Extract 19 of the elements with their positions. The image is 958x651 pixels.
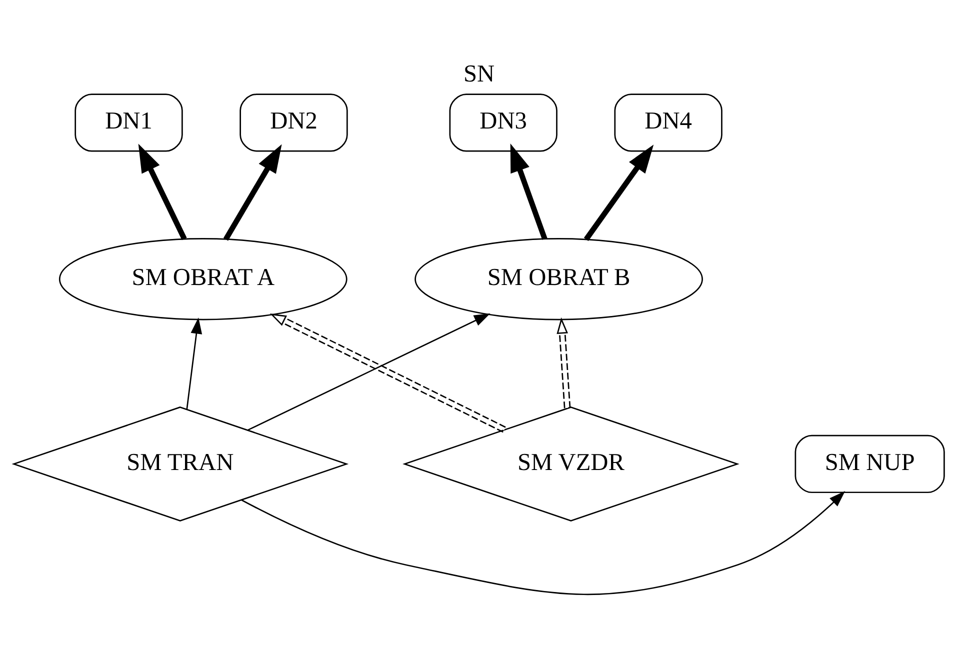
arrow — [248, 313, 490, 431]
arrow — [270, 314, 506, 433]
node-diamond: SM TRAN — [12, 406, 349, 522]
arrow — [186, 318, 202, 410]
diagram-title: SN — [463, 60, 495, 88]
node-box: SM NUP — [794, 434, 945, 494]
node-box: DN4 — [614, 94, 722, 152]
arrow — [241, 491, 846, 595]
node-box: DN3 — [449, 94, 558, 152]
arrow — [223, 144, 282, 241]
arrow — [556, 317, 571, 408]
node-ellipse: SM OBRAT B — [414, 238, 703, 320]
node-ellipse: SM OBRAT A — [58, 238, 348, 320]
arrow — [510, 143, 548, 240]
arrow — [138, 144, 187, 240]
node-box: DN1 — [74, 94, 183, 152]
node-diamond: SM VZDR — [402, 406, 740, 522]
node-box: DN2 — [240, 94, 348, 152]
arrow — [584, 144, 654, 241]
